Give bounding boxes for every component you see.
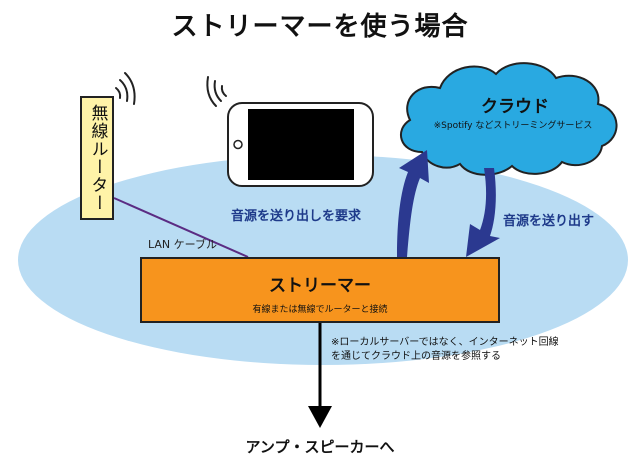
lan-cable-line <box>113 197 249 258</box>
router-label: 無線ルーター <box>87 104 108 212</box>
cloud-shape <box>399 62 618 176</box>
output-label: アンプ・スピーカーへ <box>245 438 395 456</box>
send-arrow-label: 音源を送り出す <box>503 214 595 229</box>
cloud-title: クラウド <box>481 97 549 117</box>
send-arrow <box>466 168 500 257</box>
router-wifi-icon <box>115 72 136 105</box>
streamer-box: ストリーマー 有線または無線でルーターと接続 <box>140 257 500 323</box>
router-box: 無線ルーター <box>80 96 114 220</box>
cloud-subtitle: ※Spotify などストリーミングサービス <box>433 121 593 131</box>
streamer-title: ストリーマー <box>269 276 371 296</box>
tablet-wifi-icon <box>206 76 227 107</box>
cloud-reference-note: ※ローカルサーバーではなく、インターネット回線を通じてクラウド上の音源を参照する <box>331 337 559 362</box>
output-arrow <box>308 323 332 428</box>
lan-cable-label: LAN ケーブル <box>148 238 217 251</box>
tablet-icon <box>227 102 374 187</box>
page-title: ストリーマーを使う場合 <box>171 12 469 42</box>
request-arrow <box>397 150 429 257</box>
request-arrow-label: 音源を送り出しを要求 <box>231 209 362 224</box>
streamer-subtitle: 有線または無線でルーターと接続 <box>252 305 388 315</box>
